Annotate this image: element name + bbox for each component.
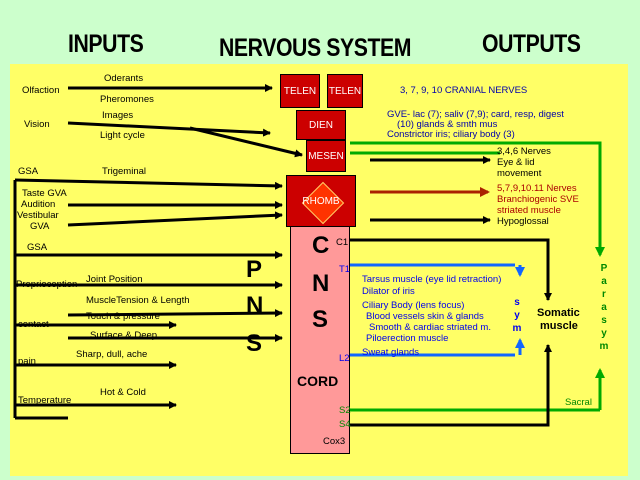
- label-striated: striated muscle: [497, 205, 561, 216]
- label-somatic: Somatic: [537, 307, 580, 319]
- label-odorants: Oderants: [104, 73, 144, 84]
- dien-box: DIEN: [296, 110, 346, 140]
- label-images: Images: [102, 110, 134, 121]
- label-branchiogenic: Branchiogenic SVE: [497, 194, 579, 205]
- label-cranial-nerves: 3, 7, 9, 10 CRANIAL NERVES: [400, 85, 528, 96]
- label-muscle-tension: MuscleTension & Length: [86, 295, 190, 306]
- parasym-letter: a: [601, 302, 607, 313]
- telen-left-box: TELEN: [280, 74, 320, 108]
- parasym-letter: a: [601, 276, 607, 287]
- rhomb-box: RHOMB: [286, 175, 356, 227]
- telen-right-box: TELEN: [327, 74, 363, 108]
- label-346-nerves: 3,4,6 Nerves: [497, 146, 551, 157]
- label-proprioception: Proprioception: [16, 279, 78, 290]
- label-sharp-dull: Sharp, dull, ache: [76, 349, 148, 360]
- parasym-letter: P: [600, 263, 608, 274]
- sym-label: s y m: [511, 296, 523, 335]
- label-surface-deep: Surface & Deep: [90, 330, 158, 341]
- label-sacral: Sacral: [565, 397, 592, 408]
- label-gsa-2: GSA: [27, 242, 48, 253]
- label-muscle: muscle: [540, 320, 578, 332]
- sym-letter: s: [514, 297, 520, 308]
- label-touch-pressure: Touch & pressure: [86, 311, 160, 322]
- label-vestibular: Vestibular: [17, 210, 59, 221]
- cns-letter-n: N: [312, 270, 330, 297]
- parasym-letter: m: [599, 341, 609, 352]
- label-audition: Audition: [21, 199, 56, 210]
- inputs-header: INPUTS: [68, 30, 144, 58]
- level-c1: C1: [336, 237, 349, 248]
- sym-letter: y: [514, 310, 520, 321]
- mesen-box: MESEN: [306, 140, 346, 172]
- pns-letter-s: S: [246, 330, 263, 357]
- label-tarsus: Tarsus muscle (eye lid retraction): [362, 274, 502, 285]
- label-joint-position: Joint Position: [86, 274, 143, 285]
- label-gva: GVA: [30, 221, 50, 232]
- parasympathetic-lines: [350, 141, 605, 412]
- level-l2: L2: [339, 353, 350, 364]
- parasym-label: P a r a s y m: [598, 262, 610, 353]
- pns-letter-n: N: [246, 292, 264, 319]
- outputs-header: OUTPUTS: [482, 30, 581, 58]
- label-temperature: Temperature: [18, 395, 72, 406]
- label-gsa: GSA: [18, 166, 39, 177]
- input-arrows: [13, 84, 303, 420]
- label-pain: pain: [18, 356, 36, 367]
- level-t1: T1: [339, 264, 351, 275]
- sym-letter: m: [512, 323, 522, 334]
- label-pheromones: Pheromones: [100, 94, 154, 105]
- label-olfaction: Olfaction: [22, 85, 60, 96]
- pns-letter-p: P: [246, 256, 263, 283]
- rhomb-label: RHOMB: [302, 195, 340, 207]
- cord-label: CORD: [297, 373, 339, 389]
- label-dilator: Dilator of iris: [362, 286, 415, 297]
- label-gve-line1: GVE- lac (7); saliv (7,9); card, resp, d…: [387, 109, 564, 120]
- label-blood-vessels: Blood vessels skin & glands: [366, 311, 484, 322]
- label-trigeminal: Trigeminal: [102, 166, 146, 177]
- parasym-letter: y: [601, 328, 607, 339]
- level-s2: S2: [339, 405, 351, 416]
- label-eye-lid: Eye & lid: [497, 157, 535, 168]
- parasym-letter: r: [602, 289, 606, 300]
- sympathetic-lines: [350, 263, 525, 357]
- output-arrows: [350, 156, 552, 427]
- level-s4: S4: [339, 419, 351, 430]
- label-light-cycle: Light cycle: [100, 130, 145, 141]
- label-57910-nerves: 5,7,9,10.11 Nerves: [497, 183, 577, 194]
- label-vision: Vision: [24, 119, 50, 130]
- label-hypoglossal: Hypoglossal: [497, 216, 549, 227]
- cns-column: [290, 222, 350, 454]
- label-movement: movement: [497, 168, 542, 179]
- level-cox3: Cox3: [323, 436, 346, 447]
- label-sweat: Sweat glands: [362, 347, 420, 358]
- parasym-letter: s: [601, 315, 607, 326]
- label-hot-cold: Hot & Cold: [100, 387, 146, 398]
- label-ciliary: Ciliary Body (lens focus): [362, 300, 465, 311]
- nervous-system-title: NERVOUS SYSTEM: [219, 34, 412, 62]
- label-contact: contact: [18, 319, 49, 330]
- label-taste-gva: Taste GVA: [22, 188, 67, 199]
- label-gve-line2: (10) glands & smth mus: [397, 119, 498, 130]
- label-smooth-cardiac: Smooth & cardiac striated m.: [369, 322, 491, 333]
- label-gve-line3: Constrictor iris; ciliary body (3): [387, 129, 515, 140]
- cns-letter-s: S: [312, 306, 329, 333]
- label-piloerection: Piloerection muscle: [366, 333, 449, 344]
- cns-letter-c: C: [312, 232, 330, 259]
